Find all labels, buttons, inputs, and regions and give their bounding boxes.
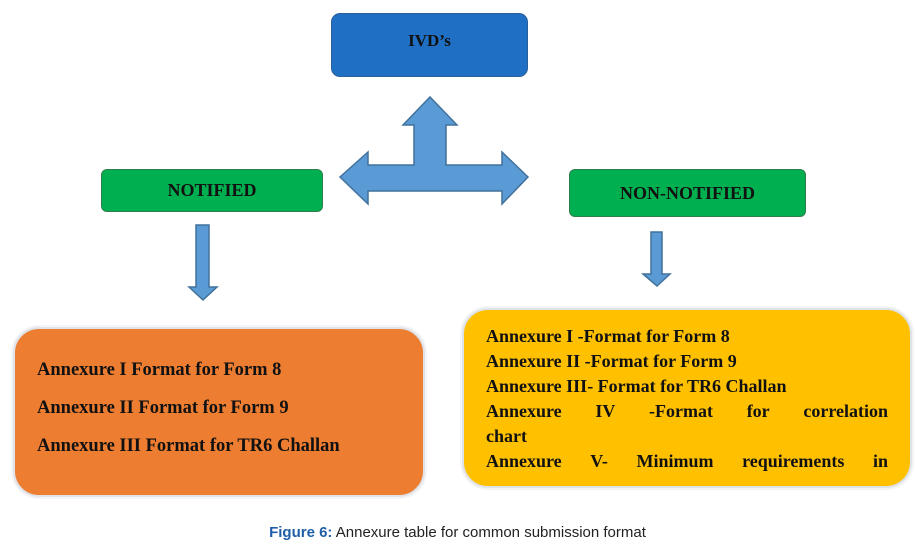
figure-caption: Figure 6: Annexure table for common subm… (0, 524, 915, 541)
notified-node: NOTIFIED (101, 169, 323, 212)
notified-annexure-item: Annexure II Format for Form 9 (37, 398, 289, 418)
down-arrow-left (187, 224, 219, 302)
non-notified-annexure-item-continued: chart (486, 426, 527, 446)
notified-label: NOTIFIED (167, 180, 257, 200)
word: for (746, 401, 770, 421)
word: -Format (649, 401, 714, 421)
non-notified-annexure-item: Annexure V- Minimum requirements in (486, 449, 888, 474)
notified-annexure-panel: Annexure I Format for Form 8 Annexure II… (13, 327, 425, 497)
ivd-root-label: IVD’s (408, 31, 451, 50)
word: in (872, 451, 888, 471)
notified-annexure-item: Annexure I Format for Form 8 (37, 360, 282, 380)
non-notified-annexure-panel: Annexure I -Format for Form 8 Annexure I… (462, 308, 912, 488)
word: IV (595, 401, 616, 421)
word: Annexure (486, 451, 562, 471)
non-notified-node: NON-NOTIFIED (569, 169, 806, 217)
three-way-arrow (338, 95, 530, 206)
word: V- (590, 451, 608, 471)
word: Annexure (486, 401, 562, 421)
non-notified-label: NON-NOTIFIED (619, 182, 755, 203)
non-notified-annexure-item: Annexure II -Format for Form 9 (486, 351, 737, 371)
non-notified-annexure-item: Annexure I -Format for Form 8 (486, 326, 730, 346)
down-arrow-right (640, 231, 672, 288)
figure-caption-text: Annexure table for common submission for… (332, 524, 646, 541)
non-notified-annexure-item: Annexure III- Format for TR6 Challan (486, 376, 787, 396)
word: correlation (803, 401, 888, 421)
figure-caption-label: Figure 6: (269, 524, 333, 541)
word: Minimum (636, 451, 714, 471)
non-notified-annexure-item: Annexure IV -Format for correlation (486, 399, 888, 424)
notified-annexure-item: Annexure III Format for TR6 Challan (37, 436, 340, 456)
ivd-root-node: IVD’s (331, 13, 528, 77)
word: requirements (742, 451, 845, 471)
